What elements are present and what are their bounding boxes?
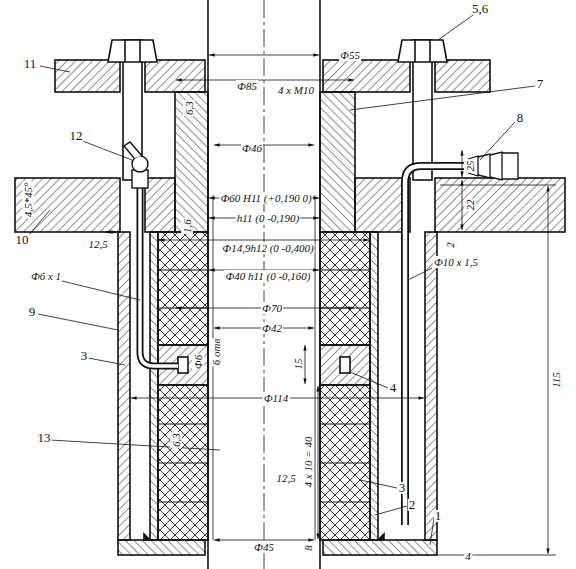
dimension-label: h11 (0 -0,190): [236, 212, 300, 224]
callout-number: 8: [516, 112, 525, 124]
callout-number: 9: [28, 306, 37, 318]
dimension-label: 6 отв: [210, 338, 222, 366]
callout-number: 3: [398, 482, 407, 494]
dimension-label: 4 x 10 = 40: [302, 436, 314, 489]
callout-number: 13: [37, 432, 52, 444]
dimension-label: Ф46: [241, 142, 263, 154]
dimension-label: 6,3: [183, 100, 195, 116]
dimension-label: Ф55: [339, 49, 361, 61]
callout-number: 10: [15, 234, 30, 246]
callout-number: 4: [389, 382, 398, 394]
dimension-label: 6,3: [170, 432, 182, 448]
dimension-label: Ф42: [261, 322, 283, 334]
dimension-label: 2: [444, 241, 456, 249]
dimension-label: 115: [550, 371, 562, 389]
dimension-label: 15: [292, 358, 304, 371]
callout-number: 12: [69, 130, 84, 142]
callout-number: 1: [434, 510, 443, 522]
dimension-label: 12,5: [275, 472, 296, 484]
dimension-label: Ф14,9h12 (0 -0,400): [221, 242, 314, 254]
callout-number: 5,6: [471, 3, 489, 15]
callout-number: 11: [23, 58, 38, 70]
dimension-label: Ф85: [236, 80, 258, 92]
dimension-label: 4 x M10: [277, 84, 315, 96]
dimension-label: Ф40 h11 (0 -0,160): [224, 270, 311, 282]
dimension-label: 4: [464, 550, 472, 562]
callout-number: 2: [408, 499, 417, 511]
dimension-label: 4,5*45°: [22, 182, 34, 219]
callout-number: 7: [536, 78, 545, 90]
dimension-label: Ф10 x 1,5: [433, 256, 479, 268]
dimension-label: Ф6: [192, 354, 204, 370]
dimension-label: 1,6: [181, 218, 193, 234]
dimension-label: Ф114: [263, 392, 290, 404]
dimension-label: Ф60 H11 (+0,190 0): [219, 192, 312, 204]
dimension-label: 25: [464, 160, 476, 173]
callout-number: 3: [80, 350, 89, 362]
dimension-label: Ф6 x 1: [30, 270, 62, 282]
dimension-label: 12,5: [87, 238, 108, 250]
dimension-label: Ф45: [253, 541, 275, 553]
dimension-label: 8: [302, 544, 314, 552]
dimension-label: 22: [464, 199, 476, 212]
dimension-label: Ф70: [261, 302, 283, 314]
